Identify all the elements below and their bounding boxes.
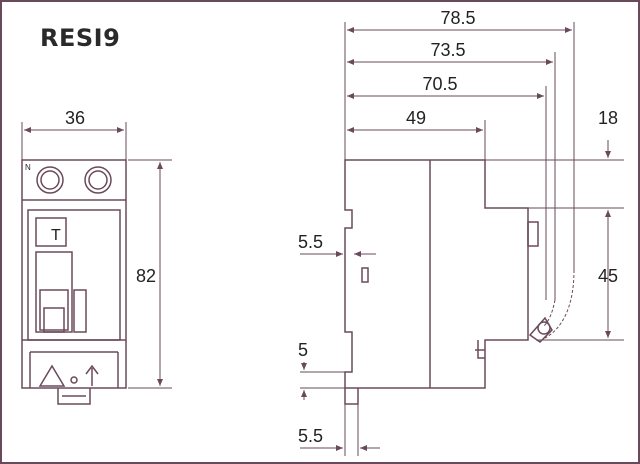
test-button-label: T xyxy=(51,227,61,244)
front-view xyxy=(21,122,172,405)
dim-5-5-bottom: 5.5 xyxy=(298,426,323,446)
dim-70-5: 70.5 xyxy=(422,74,457,94)
breaker-body-side xyxy=(344,159,529,389)
toggle-handle xyxy=(35,251,73,333)
product-title: RESI9 xyxy=(40,24,121,52)
dim-5-5-top: 5.5 xyxy=(298,232,323,252)
toggle-side xyxy=(528,316,553,343)
warning-icon xyxy=(38,364,66,387)
up-arrow-icon xyxy=(85,364,99,386)
dim-73-5: 73.5 xyxy=(430,40,465,60)
breaker-body-front xyxy=(21,159,127,389)
pole-label: N xyxy=(25,163,31,172)
side-view xyxy=(300,22,624,456)
test-button xyxy=(35,217,67,247)
dim-18: 18 xyxy=(598,108,618,128)
dim-45: 45 xyxy=(598,266,618,286)
front-width-label: 36 xyxy=(65,108,85,128)
dim-5: 5 xyxy=(298,340,308,360)
dim-49: 49 xyxy=(406,108,426,128)
terminal-screw-left xyxy=(36,166,64,194)
dim-78-5: 78.5 xyxy=(440,8,475,28)
din-clip-front xyxy=(57,388,91,405)
terminal-screw-right xyxy=(84,166,112,194)
front-height-label: 82 xyxy=(136,266,156,286)
